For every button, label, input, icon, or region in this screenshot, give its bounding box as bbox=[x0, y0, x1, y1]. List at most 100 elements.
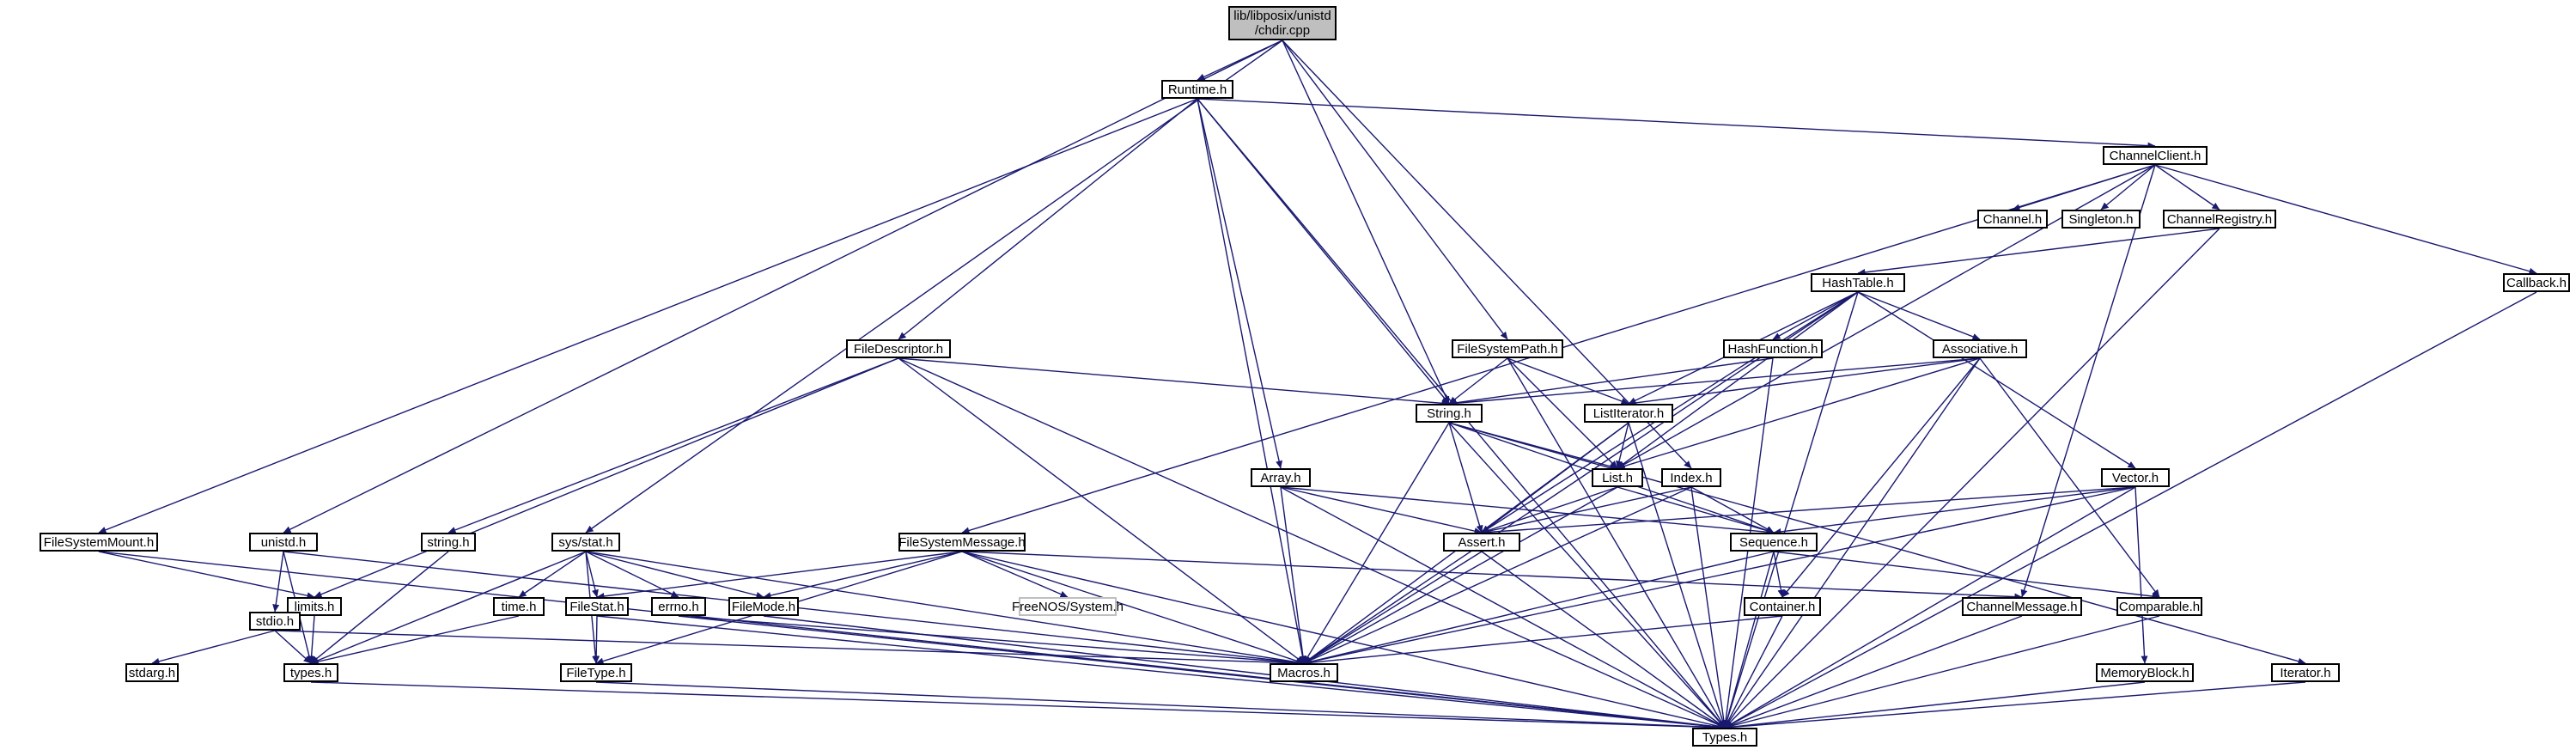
node-list-h[interactable]: List.h bbox=[1592, 468, 1643, 487]
node-assert-h[interactable]: Assert.h bbox=[1443, 533, 1520, 552]
node-c-string-h[interactable]: string.h bbox=[421, 533, 476, 552]
edge-index-to-sequence bbox=[1690, 486, 1775, 534]
edge-stdio-to-macros bbox=[274, 630, 1305, 667]
edge-fsmsg-to-filestat bbox=[596, 551, 963, 600]
node-comparable-h[interactable]: Comparable.h bbox=[2116, 597, 2202, 616]
edge-vector-to-sequence bbox=[1773, 486, 2136, 535]
edge-sysstat-to-filestat bbox=[585, 551, 599, 598]
edge-string-to-assert bbox=[1448, 422, 1483, 534]
node-unistd-h[interactable]: unistd.h bbox=[249, 533, 318, 552]
node-string-h[interactable]: String.h bbox=[1416, 404, 1483, 423]
edge-vector-to-macros bbox=[1303, 486, 2136, 666]
edge-chdir-to-string bbox=[1282, 40, 1450, 405]
node-array-h[interactable]: Array.h bbox=[1251, 468, 1311, 487]
node-vector-h[interactable]: Vector.h bbox=[2101, 468, 2170, 487]
node-callback-h[interactable]: Callback.h bbox=[2503, 273, 2570, 292]
edge-errno-to-macros bbox=[678, 615, 1305, 667]
edge-chanclient-to-singleton bbox=[2100, 164, 2156, 210]
edge-sequence-to-container bbox=[1773, 551, 1785, 598]
node-filesystemmount-h[interactable]: FileSystemMount.h bbox=[40, 533, 158, 552]
node-freenos-system-h: FreeNOS/System.h bbox=[1012, 597, 1124, 616]
edge-filestat-to-filetype bbox=[593, 615, 600, 664]
edge-fspath-to-list bbox=[1507, 357, 1618, 469]
edge-comparable-to-types bbox=[1724, 615, 2160, 729]
node-macros-h[interactable]: Macros.h bbox=[1270, 663, 1338, 682]
edge-macros-to-types bbox=[1303, 681, 1726, 731]
edge-assoc-to-container bbox=[1781, 357, 1981, 598]
node-limits-h[interactable]: limits.h bbox=[287, 597, 342, 616]
edge-filedesc-to-types bbox=[898, 357, 1726, 729]
node-stdarg-h[interactable]: stdarg.h bbox=[125, 663, 179, 682]
edge-fsmsg-to-types bbox=[961, 551, 1726, 729]
edge-filedesc-to-macros bbox=[898, 357, 1305, 664]
edge-chanreg-to-types bbox=[1724, 228, 2220, 729]
edge-sysstat-to-types_lc bbox=[310, 551, 587, 664]
edge-hashtable-to-hashfunc bbox=[1772, 291, 1859, 340]
edge-chanreg-to-hashtable bbox=[1857, 228, 2220, 276]
node-channel-h[interactable]: Channel.h bbox=[1977, 210, 2048, 229]
edge-sequence-to-types bbox=[1723, 551, 1775, 729]
edge-callback-to-types bbox=[1724, 291, 2537, 729]
edge-runtime-to-array bbox=[1197, 98, 1283, 469]
node-singleton-h[interactable]: Singleton.h bbox=[2061, 210, 2141, 229]
node-time-h[interactable]: time.h bbox=[493, 597, 545, 616]
edge-runtime-to-chanclient bbox=[1197, 98, 2156, 149]
edge-runtime-to-macros bbox=[1197, 98, 1306, 664]
node-errno-h[interactable]: errno.h bbox=[651, 597, 706, 616]
edge-array-to-assert bbox=[1280, 486, 1483, 535]
node-associative-h[interactable]: Associative.h bbox=[1933, 339, 2027, 358]
node-sys-stat-h[interactable]: sys/stat.h bbox=[551, 533, 620, 552]
edge-cstring-to-types_lc bbox=[310, 551, 449, 664]
edge-assoc-to-comparable bbox=[1979, 357, 2160, 598]
node-hashfunction-h[interactable]: HashFunction.h bbox=[1723, 339, 1823, 358]
edge-hashtable-to-assoc bbox=[1857, 291, 1981, 340]
node-types-h[interactable]: Types.h bbox=[1692, 728, 1757, 747]
edge-fsmsg-to-chanmsg bbox=[961, 551, 2023, 601]
edge-chdir-to-unistd bbox=[283, 40, 1283, 534]
node-hashtable-h[interactable]: HashTable.h bbox=[1811, 273, 1905, 292]
node-filestat-h[interactable]: FileStat.h bbox=[565, 597, 629, 616]
edge-string-to-types bbox=[1448, 422, 1726, 729]
edge-container-to-types bbox=[1724, 615, 1783, 729]
node-filemode-h[interactable]: FileMode.h bbox=[728, 597, 799, 616]
node-filedescriptor-h[interactable]: FileDescriptor.h bbox=[846, 339, 951, 358]
node-channelregistry-h[interactable]: ChannelRegistry.h bbox=[2163, 210, 2276, 229]
node-channelmessage-h[interactable]: ChannelMessage.h bbox=[1962, 597, 2082, 616]
edge-fspath-to-listiter bbox=[1507, 357, 1629, 405]
node-channelclient-h[interactable]: ChannelClient.h bbox=[2103, 146, 2208, 165]
edge-filedesc-to-string bbox=[898, 357, 1450, 407]
edge-index-to-macros bbox=[1303, 486, 1692, 664]
edge-string-to-macros bbox=[1303, 422, 1450, 664]
node-runtime-h[interactable]: Runtime.h bbox=[1161, 80, 1233, 99]
node-stdio-h[interactable]: stdio.h bbox=[249, 612, 301, 631]
edge-filemode-to-types bbox=[763, 615, 1726, 730]
node-memoryblock-h[interactable]: MemoryBlock.h bbox=[2096, 663, 2194, 682]
node-container-h[interactable]: Container.h bbox=[1744, 597, 1821, 616]
node-listiterator-h[interactable]: ListIterator.h bbox=[1584, 404, 1673, 423]
node-filetype-h[interactable]: FileType.h bbox=[560, 663, 632, 682]
edge-assoc-to-list bbox=[1617, 357, 1981, 470]
edge-assoc-to-listiter bbox=[1628, 357, 1981, 406]
edge-chanmsg-to-types bbox=[1724, 615, 2023, 729]
node-sys-types-h[interactable]: types.h bbox=[283, 663, 338, 682]
edge-chdir-to-index bbox=[1282, 40, 1692, 469]
edge-array-to-macros bbox=[1280, 486, 1306, 664]
node-index-h[interactable]: Index.h bbox=[1661, 468, 1721, 487]
edge-assoc-to-string bbox=[1448, 357, 1981, 407]
edge-filestat-to-types bbox=[596, 615, 1726, 731]
node-filesystemmessage-h[interactable]: FileSystemMessage.h bbox=[898, 533, 1026, 552]
edge-assoc-to-types bbox=[1724, 357, 1981, 729]
edge-time-to-types_lc bbox=[310, 615, 520, 666]
edge-fspath-to-string bbox=[1448, 357, 1508, 405]
node-iterator-h[interactable]: Iterator.h bbox=[2271, 663, 2340, 682]
edge-sysstat-to-filemode bbox=[585, 551, 764, 599]
edge-chanclient-to-chanreg bbox=[2154, 164, 2220, 210]
edge-chanclient-to-callback bbox=[2154, 164, 2537, 275]
node-sequence-h[interactable]: Sequence.h bbox=[1730, 533, 1818, 552]
edge-runtime-to-fsmount bbox=[98, 98, 1198, 534]
edge-limits-to-types_lc bbox=[308, 615, 315, 664]
edge-chanclient-to-chanmsg bbox=[2020, 164, 2156, 598]
edge-index-to-assert bbox=[1481, 486, 1692, 535]
node-filesystempath-h[interactable]: FileSystemPath.h bbox=[1452, 339, 1563, 358]
edge-hashfunc-to-string bbox=[1448, 357, 1774, 406]
